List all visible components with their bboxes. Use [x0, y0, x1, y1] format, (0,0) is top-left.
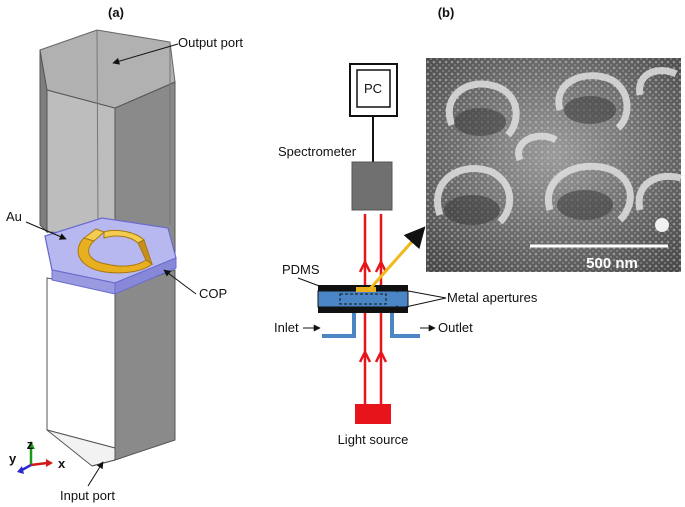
- zoom-arrow: [367, 226, 426, 291]
- pc-computer-icon: PC: [349, 63, 398, 117]
- panel-a-label: (a): [108, 5, 124, 20]
- aperture-arrow-top: [391, 285, 447, 299]
- axis-x-label: x: [58, 456, 66, 471]
- axis-z-label: z: [27, 437, 34, 452]
- output-port-label: Output port: [178, 35, 243, 50]
- spectrometer-label: Spectrometer: [278, 144, 357, 159]
- inlet-label: Inlet: [274, 320, 299, 335]
- light-source-box: [355, 404, 391, 424]
- light-source-label: Light source: [338, 432, 409, 447]
- hexagonal-column: [39, 29, 176, 467]
- panel-a: (a): [6, 5, 243, 503]
- outlet-label: Outlet: [438, 320, 473, 335]
- cop-arrow: [163, 269, 197, 295]
- pdms-label: PDMS: [282, 262, 320, 277]
- scale-bar-label: 500 nm: [586, 255, 638, 272]
- sem-image: 500 nm: [426, 58, 682, 272]
- output-port-arrow: [112, 43, 179, 65]
- input-port-label: Input port: [60, 488, 115, 503]
- spectrometer-box: [351, 161, 393, 211]
- axes-icon: z x y: [9, 437, 66, 474]
- au-arrow: [25, 221, 67, 240]
- pdms-leader: [297, 277, 331, 291]
- au-split-ring: [77, 228, 153, 274]
- aperture-arrow-bottom: [391, 297, 447, 313]
- cop-label: COP: [199, 286, 227, 301]
- au-label: Au: [6, 209, 22, 224]
- input-port-arrow: [87, 461, 104, 487]
- metal-apertures-label: Metal apertures: [447, 290, 538, 305]
- axis-y-label: y: [9, 451, 17, 466]
- panel-b: (b) PC Spectrometer: [274, 5, 682, 447]
- microfluidic-chip: [317, 285, 420, 338]
- panel-b-label: (b): [438, 5, 455, 20]
- pc-label: PC: [364, 81, 382, 96]
